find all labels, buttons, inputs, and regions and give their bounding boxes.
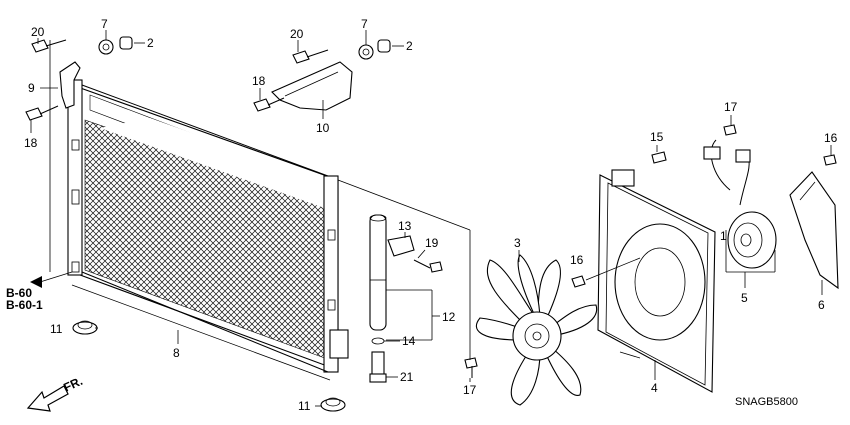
callout-18b: 18 [252,74,266,88]
callout-17b: 17 [463,383,477,397]
callout-13: 13 [398,219,412,233]
callout-20a: 20 [31,25,45,39]
receiver-dryer [369,214,387,331]
bolt-20-right [292,49,329,64]
ref-b60-1: B-60-1 [6,298,43,312]
callout-3: 3 [514,236,521,250]
callout-12: 12 [442,310,456,324]
bolt-18-left [25,105,59,121]
callout-11b: 11 [298,399,311,413]
collar-2-right [377,39,391,53]
callout-16a: 16 [570,253,584,267]
bolt-15 [651,151,667,164]
bolt-19 [413,259,443,273]
collar-2-left [119,36,133,50]
condenser-bracket-left [59,61,81,109]
callout-10: 10 [316,121,330,135]
condenser-bracket-upper [271,61,353,111]
callouts: 20 7 2 9 18 20 7 2 18 10 13 19 12 14 21 … [24,17,838,413]
callout-16b: 16 [824,131,838,145]
callout-15: 15 [650,130,664,144]
cushion-7-right [358,44,374,60]
callout-1: 1 [720,229,727,243]
bolt-17-upper [723,124,737,136]
fan-cover [789,171,839,290]
drawing-code: SNAGB5800 [735,396,798,408]
leader-lines [30,30,832,407]
callout-9: 9 [28,81,35,95]
bracket-13 [387,235,415,257]
callout-18a: 18 [24,136,38,150]
cushion-7-left [98,39,114,55]
ref-arrow-icon [30,276,42,288]
bolt-18-right [253,97,285,112]
front-arrow-icon [26,385,69,412]
ref-b60: B-60 [6,286,32,300]
callout-17a: 17 [724,100,738,114]
bolt-20-left [31,39,67,53]
fan [475,254,598,406]
bolt-16-right [823,154,837,166]
callout-11a: 11 [50,322,63,336]
callout-6: 6 [818,298,825,312]
callout-5: 5 [741,291,748,305]
callout-2a: 2 [147,36,154,50]
reference-labels: B-60 B-60-1 [6,276,43,312]
bolt-17-lower [464,357,478,378]
fan-shroud [597,169,716,393]
condenser [67,79,349,373]
front-label: FR. [61,374,84,395]
o-ring-14 [371,337,385,345]
callout-7b: 7 [361,17,368,31]
callout-2b: 2 [406,39,413,53]
grommet-11-bottom [320,397,346,412]
cap-21 [369,351,387,383]
bolt-16-left [571,275,586,288]
callout-7a: 7 [101,17,108,31]
fan-motor [703,139,777,269]
callout-8: 8 [173,346,180,360]
callout-14: 14 [402,334,416,348]
grommet-11-left [72,320,98,335]
callout-20b: 20 [290,27,304,41]
front-marker: FR. [26,374,85,412]
callout-21: 21 [400,370,414,384]
callout-4: 4 [651,381,658,395]
callout-19: 19 [425,236,439,250]
